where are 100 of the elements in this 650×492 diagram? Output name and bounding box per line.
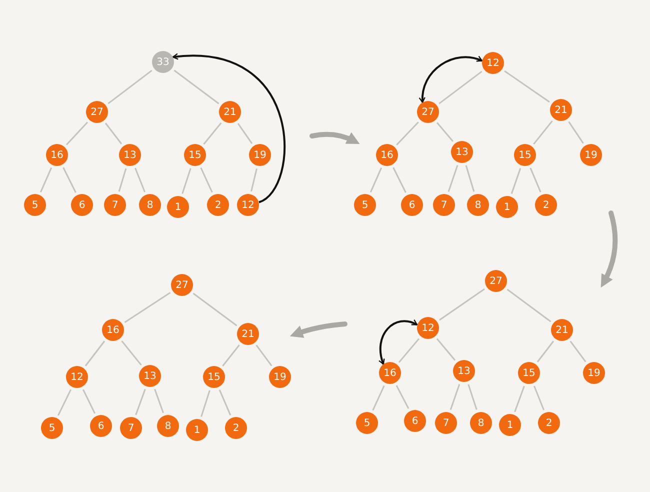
heap-node-circle [514, 144, 536, 166]
tree-branch-line [370, 168, 382, 192]
node-value: 12 [242, 200, 254, 210]
tree-branch-line [200, 167, 213, 193]
tree-branch-line [436, 122, 454, 142]
heap-node-circle [66, 366, 88, 388]
node-value: 5 [364, 418, 370, 428]
heap-node-circle [379, 362, 401, 384]
node-value: 7 [442, 418, 450, 428]
heap-node-circle [583, 362, 605, 384]
heap-node-circle [237, 323, 259, 345]
node-value: 19 [254, 150, 266, 160]
swap-arrow [172, 54, 286, 204]
node-value: 2 [542, 200, 550, 210]
heap-node-circle [219, 101, 241, 123]
tree-branch-line [534, 386, 544, 410]
node-value: 5 [48, 422, 56, 434]
tree-branch-line [222, 344, 240, 366]
tree-branch-line [62, 167, 76, 193]
heap-node-circle [71, 194, 93, 216]
heap-node-circle [482, 52, 504, 74]
node-value: 21 [224, 106, 236, 118]
node-value: 27 [490, 276, 502, 286]
tree-branch-line [439, 288, 485, 321]
heap-node-circle [225, 417, 247, 439]
tree-branch-line [57, 389, 72, 416]
heap-node-circle [354, 194, 376, 216]
node-value: 27 [176, 280, 188, 290]
node-value: 13 [458, 366, 470, 376]
tree-branch-line [398, 338, 420, 363]
heap-node-circle [499, 414, 521, 436]
heap-node-circle [467, 194, 489, 216]
heap-node-circle [404, 410, 426, 432]
node-value: 15 [208, 372, 220, 382]
node-value: 13 [456, 146, 468, 158]
node-value: 2 [214, 200, 222, 210]
tree-branch-line [570, 340, 586, 362]
tree-branch-line [536, 340, 554, 362]
tree-branch-line [436, 338, 456, 361]
tree-branch-line [108, 70, 152, 104]
node-value: 7 [112, 200, 118, 210]
heap-node-circle [152, 51, 174, 73]
heap-node-circle [356, 412, 378, 434]
heap-node-circle [186, 419, 208, 441]
heap-node-circle [269, 366, 291, 388]
node-value: 13 [124, 150, 136, 160]
heap-node-circle [119, 144, 141, 166]
heap-node-circle [24, 194, 46, 216]
node-value: 16 [384, 368, 396, 378]
tree-branch-line [134, 168, 146, 192]
tree-branch-line [448, 165, 458, 192]
node-value: 5 [362, 200, 368, 210]
heap-node-circle [376, 144, 398, 166]
node-value: 6 [412, 416, 418, 426]
node-value: 8 [478, 418, 484, 428]
tree-branch-line [124, 292, 171, 323]
tree-branch-line [154, 388, 164, 414]
tree-branch-line [66, 122, 88, 146]
node-value: 1 [506, 420, 514, 430]
tree-branch-line [256, 344, 272, 366]
node-value: 21 [554, 104, 568, 116]
tree-branch-line [514, 386, 525, 412]
node-value: 1 [504, 202, 510, 212]
heap-node-circle [417, 317, 439, 339]
node-value: 27 [422, 106, 434, 118]
node-value: 7 [440, 200, 448, 210]
heap-node-circle [453, 360, 475, 382]
tree-branch-line [104, 122, 122, 144]
heap-node-circle [184, 144, 206, 166]
node-value: 12 [422, 322, 434, 334]
node-value: 1 [194, 424, 200, 436]
node-value: 15 [518, 150, 532, 160]
heap-node-circle [451, 141, 473, 163]
tree-branch-line [372, 385, 385, 411]
heap-node-circle [171, 274, 193, 296]
heap-node-circle [417, 101, 439, 123]
tree-branch-line [533, 120, 553, 145]
node-value: 12 [486, 58, 500, 68]
heap-node-circle [580, 144, 602, 166]
tree-branch-line [182, 168, 192, 194]
tree-branch-line [396, 122, 419, 146]
node-value: 21 [242, 328, 254, 340]
node-value: 6 [408, 200, 416, 210]
node-value: 16 [50, 150, 64, 160]
heap-node-circle [139, 365, 161, 387]
heap-node-circle [237, 194, 259, 216]
tree-branch-line [506, 288, 552, 322]
tree-branch-line [465, 165, 475, 192]
node-value: 27 [90, 106, 104, 118]
heap-node-circle [470, 412, 492, 434]
node-value: 21 [556, 324, 568, 336]
tree-branch-line [174, 70, 220, 104]
node-value: 15 [522, 368, 536, 378]
tree-branch-line [237, 123, 253, 144]
heap-node-circle [102, 319, 124, 341]
tree-branch-line [438, 70, 482, 104]
tree-branch-line [450, 384, 460, 410]
heap-node-circle [120, 417, 142, 439]
tree-branch-line [218, 390, 232, 416]
node-value: 1 [174, 202, 182, 212]
